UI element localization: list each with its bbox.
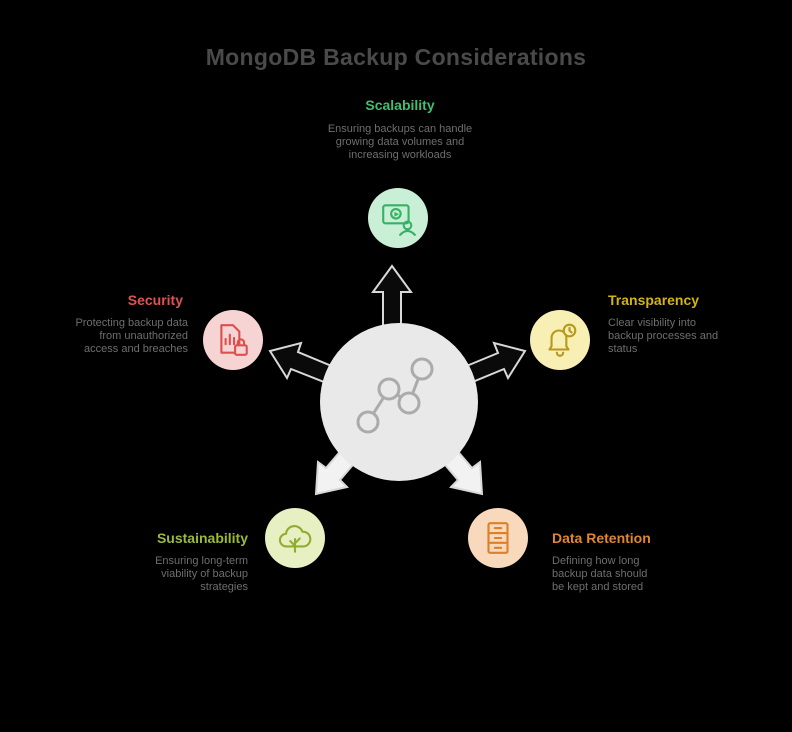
central-hub-circle [320, 323, 478, 481]
node-circle-transparency [530, 310, 590, 370]
node-label-data-retention: Data Retention [552, 530, 651, 546]
page-title: MongoDB Backup Considerations [205, 44, 587, 70]
node-desc-transparency: Clear visibility into backup processes a… [608, 317, 719, 355]
node-label-sustainability: Sustainability [156, 530, 248, 546]
node-label-scalability: Scalability [365, 97, 435, 113]
video-player-user-icon [382, 204, 416, 236]
node-desc-data-retention: Defining how long backup data should be … [552, 555, 648, 593]
bell-clock-icon [548, 323, 577, 357]
node-circle-scalability [368, 188, 428, 248]
cloud-tree-icon [278, 525, 312, 553]
connected-data-points-icon [356, 357, 434, 434]
node-label-security: Security [127, 292, 183, 308]
node-desc-security: Protecting backup data from unauthorized… [75, 317, 188, 355]
secure-document-lock-icon [220, 324, 248, 356]
node-desc-scalability: Ensuring backups can handle growing data… [327, 123, 473, 161]
filing-cabinet-icon [487, 522, 509, 554]
node-circle-sustainability [265, 508, 325, 568]
node-circle-security [203, 310, 263, 370]
node-circle-data-retention [468, 508, 528, 568]
node-label-transparency: Transparency [608, 292, 700, 308]
node-desc-sustainability: Ensuring long-term viability of backup s… [155, 555, 248, 593]
